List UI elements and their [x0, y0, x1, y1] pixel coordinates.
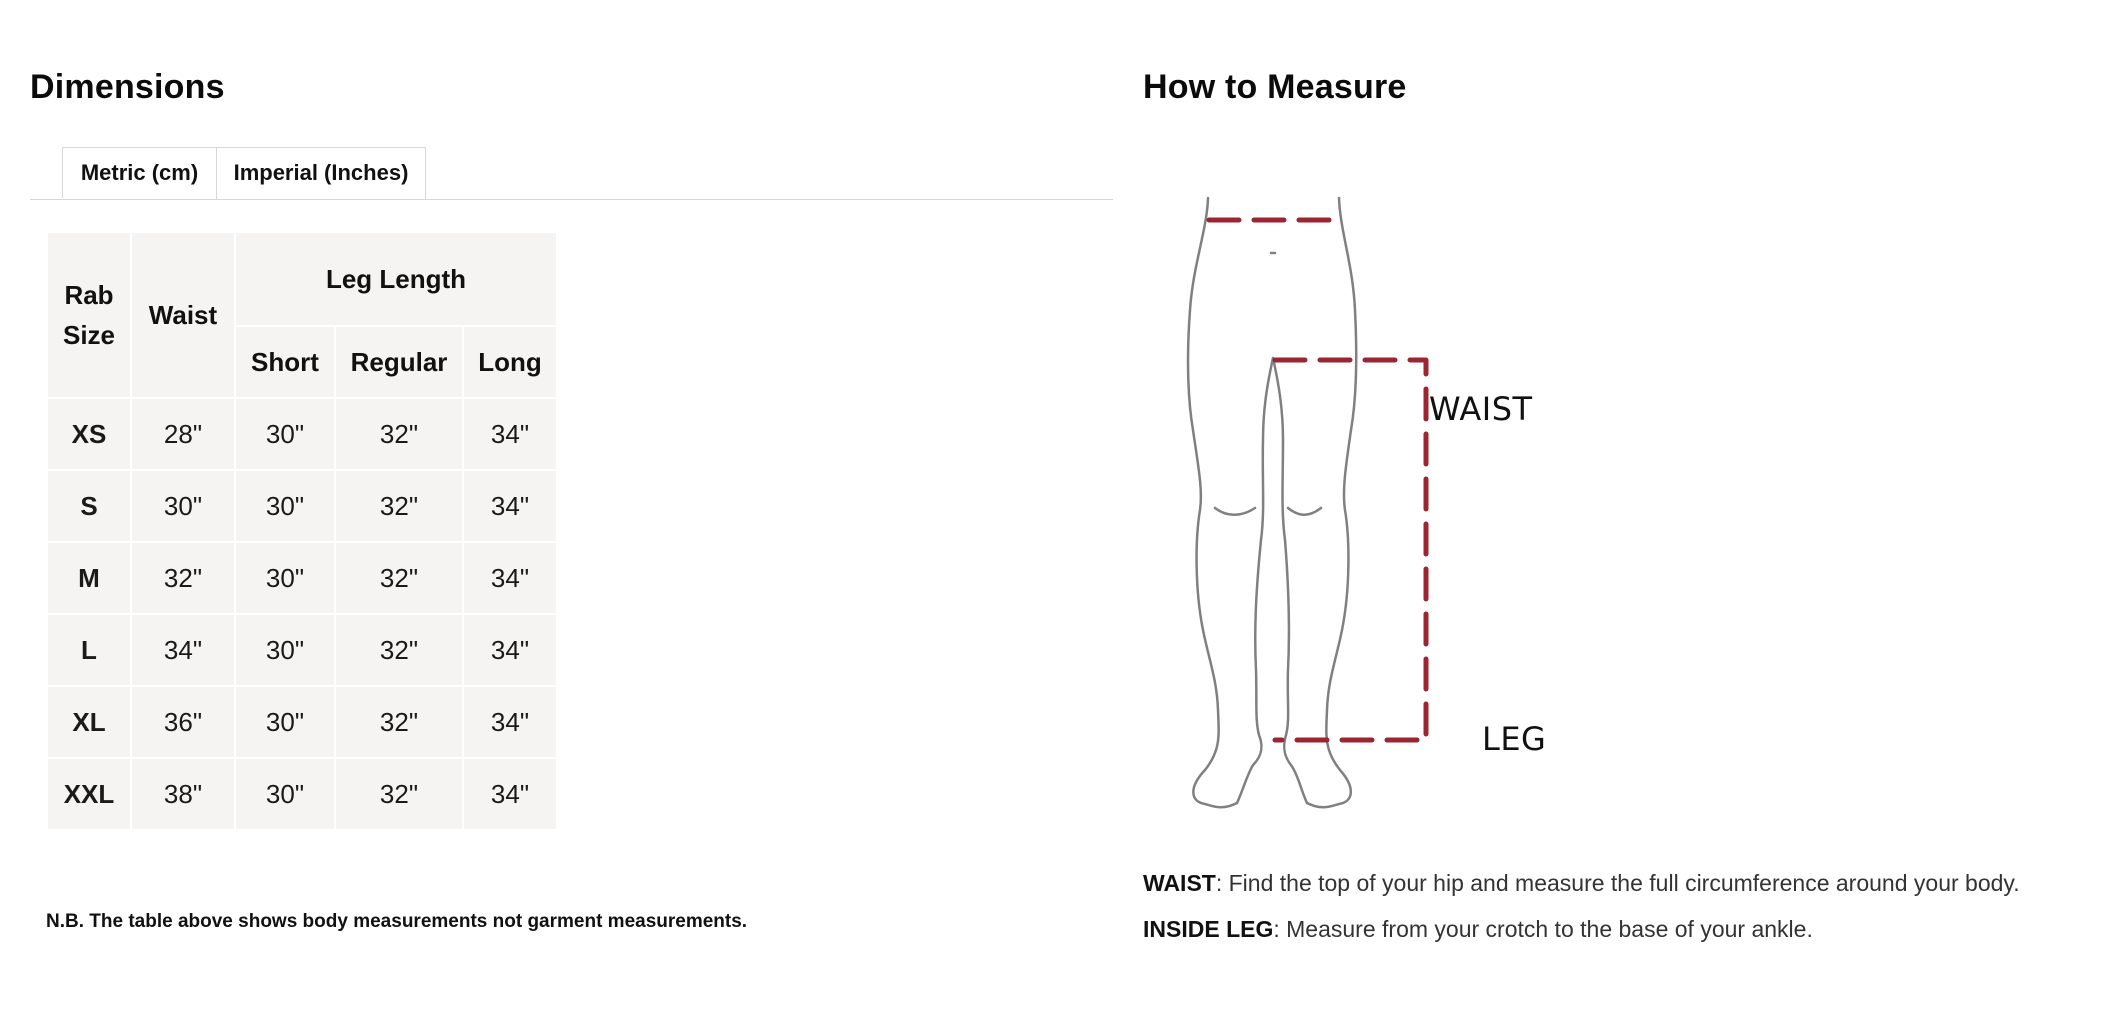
header-leg-length: Leg Length	[234, 231, 558, 327]
waist-instruction-text: : Find the top of your hip and measure t…	[1215, 870, 2020, 896]
leg-measure-line	[1272, 357, 1429, 743]
waist-instruction: WAIST: Find the top of your hip and meas…	[1143, 870, 2020, 897]
regular-cell: 32"	[334, 757, 464, 831]
how-to-measure-title: How to Measure	[1143, 68, 1407, 106]
waist-cell: 34"	[130, 613, 236, 687]
size-cell: XXL	[46, 757, 132, 831]
inside-leg-instruction-term: INSIDE LEG	[1143, 916, 1274, 942]
size-cell: M	[46, 541, 132, 615]
short-cell: 30"	[234, 469, 336, 543]
measurement-note: N.B. The table above shows body measurem…	[46, 911, 748, 932]
long-cell: 34"	[462, 613, 558, 687]
table-row: XL 36" 30" 32" 34"	[46, 685, 558, 759]
waist-cell: 30"	[130, 469, 236, 543]
waist-instruction-term: WAIST	[1143, 870, 1216, 896]
tab-imperial[interactable]: Imperial (Inches)	[216, 147, 426, 199]
leg-diagram-label: LEG	[1482, 720, 1547, 758]
regular-cell: 32"	[334, 541, 464, 615]
waist-cell: 32"	[130, 541, 236, 615]
table-row: XXL 38" 30" 32" 34"	[46, 757, 558, 831]
size-cell: L	[46, 613, 132, 687]
tab-metric[interactable]: Metric (cm)	[62, 147, 217, 198]
header-rab-size: Rab Size	[46, 231, 132, 399]
waist-cell: 36"	[130, 685, 236, 759]
short-cell: 30"	[234, 757, 336, 831]
short-cell: 30"	[234, 541, 336, 615]
size-cell: XL	[46, 685, 132, 759]
long-cell: 34"	[462, 757, 558, 831]
inside-leg-instruction: INSIDE LEG: Measure from your crotch to …	[1143, 916, 1813, 943]
waist-cell: 38"	[130, 757, 236, 831]
short-cell: 30"	[234, 397, 336, 471]
long-cell: 34"	[462, 469, 558, 543]
long-cell: 34"	[462, 397, 558, 471]
long-cell: 34"	[462, 685, 558, 759]
table-row: M 32" 30" 32" 34"	[46, 541, 558, 615]
size-cell: S	[46, 469, 132, 543]
regular-cell: 32"	[334, 685, 464, 759]
short-cell: 30"	[234, 685, 336, 759]
dimensions-title: Dimensions	[30, 68, 225, 106]
long-cell: 34"	[462, 541, 558, 615]
legs-figure-icon	[1186, 196, 1429, 809]
regular-cell: 32"	[334, 397, 464, 471]
dimensions-section: Dimensions Metric (cm) Imperial (Inches)…	[30, 0, 1113, 1010]
header-regular: Regular	[334, 325, 464, 399]
table-row: S 30" 30" 32" 34"	[46, 469, 558, 543]
unit-tabs: Metric (cm) Imperial (Inches)	[30, 147, 1113, 200]
table-row: XS 28" 30" 32" 34"	[46, 397, 558, 471]
header-short: Short	[234, 325, 336, 399]
short-cell: 30"	[234, 613, 336, 687]
how-to-measure-section: How to Measure WAIST LEG WAIS	[1143, 0, 2078, 1010]
header-long: Long	[462, 325, 558, 399]
waist-cell: 28"	[130, 397, 236, 471]
regular-cell: 32"	[334, 613, 464, 687]
inside-leg-instruction-text: : Measure from your crotch to the base o…	[1273, 916, 1813, 942]
table-row: L 34" 30" 32" 34"	[46, 613, 558, 687]
size-cell: XS	[46, 397, 132, 471]
header-waist: Waist	[130, 231, 236, 399]
regular-cell: 32"	[334, 469, 464, 543]
leg-diagram: WAIST LEG	[1143, 190, 1643, 830]
size-table: Rab Size Waist Leg Length Short Regular …	[46, 231, 558, 831]
waist-diagram-label: WAIST	[1429, 390, 1533, 428]
